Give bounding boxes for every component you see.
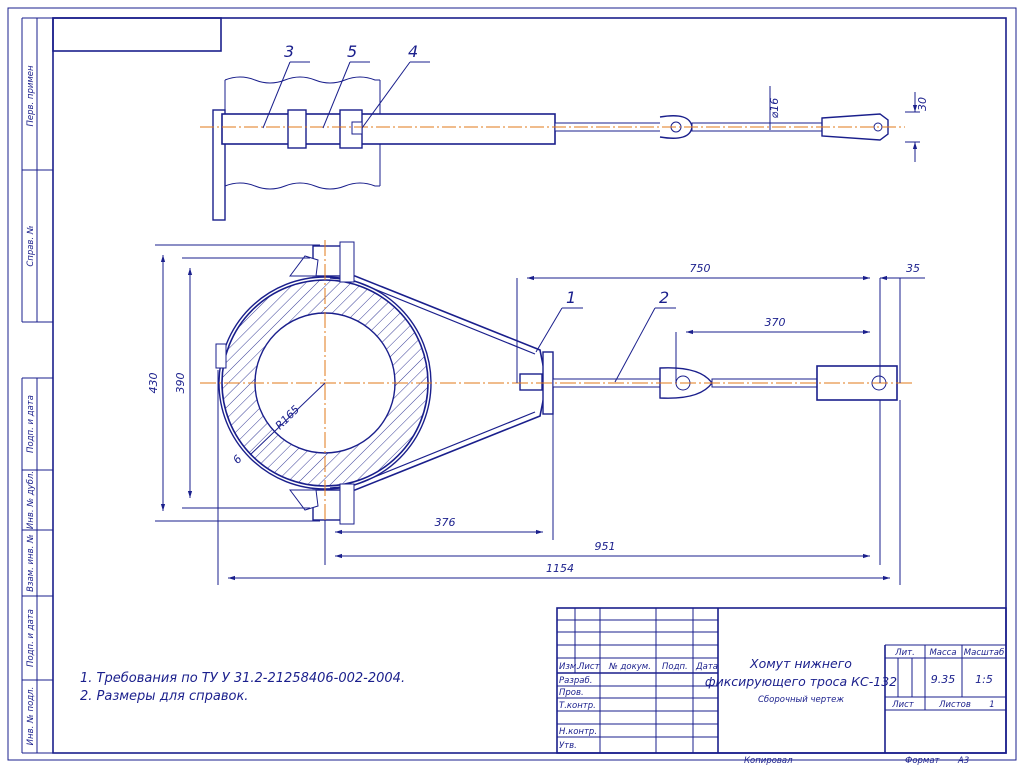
tube-top xyxy=(221,113,556,145)
note-2: 2. Размеры для справок. xyxy=(80,689,248,704)
callout-5: 5 xyxy=(347,42,357,61)
dimension-1154: 1154 xyxy=(546,562,574,575)
note-1: 1. Требования по ТУ У 31.2-21258406-002-… xyxy=(80,671,405,686)
front-callouts xyxy=(535,307,676,383)
side-pad xyxy=(215,343,227,369)
tb-h-massa: Масса xyxy=(929,648,956,658)
bolt-top xyxy=(339,241,355,283)
tb-kopiroval: Копировал xyxy=(744,756,793,766)
side-stamp-perv-primen: Перв. примен xyxy=(26,65,36,127)
dimension-phi16: ⌀16 xyxy=(768,98,781,119)
tb-col-podp: Подп. xyxy=(662,662,688,672)
drawing-title-line2: фиксирующего троса КС-132 xyxy=(705,674,897,689)
dimension-390: 390 xyxy=(174,373,187,394)
dimension-35: 35 xyxy=(906,262,920,275)
side-stamp-inv-podl: Инв. № подл. xyxy=(26,687,36,746)
side-stamp-podp-data-1: Подп. и дата xyxy=(26,395,36,453)
side-stamp-inv-dubl: Инв. № дубл. xyxy=(26,471,36,529)
tb-row-utv: Утв. xyxy=(559,741,577,751)
top-callouts xyxy=(262,61,430,129)
tb-col-list: Лист xyxy=(577,662,601,672)
tb-h-masshtab: Масштаб xyxy=(964,648,1004,658)
tb-col-izm: Изм. xyxy=(559,662,579,672)
drawing-subtitle: Сборочный чертеж xyxy=(758,695,844,705)
tb-listov-value: 1 xyxy=(989,700,994,710)
title-block-text: Изм. Лист № докум. Подп. Дата Разраб. Пр… xyxy=(559,648,1004,766)
nut-top-1 xyxy=(287,109,307,149)
side-stamp-podp-data-2: Подп. и дата xyxy=(26,609,36,667)
dimension-951: 951 xyxy=(595,540,616,553)
break-line-bottom xyxy=(224,182,380,190)
tb-row-nkontr: Н.контр. xyxy=(559,727,597,737)
break-line-top xyxy=(224,76,380,84)
dimension-30: 30 xyxy=(916,97,929,111)
dimension-370: 370 xyxy=(765,316,786,329)
tb-col-doc: № докум. xyxy=(608,662,651,672)
technical-notes: 1. Требования по ТУ У 31.2-21258406-002-… xyxy=(80,671,405,704)
radius-leader xyxy=(249,382,326,456)
tb-h-lit: Лит. xyxy=(894,648,915,658)
tb-row-tkontr: Т.контр. xyxy=(559,701,596,711)
dimension-376: 376 xyxy=(435,516,456,529)
tb-h-list: Лист xyxy=(891,700,915,710)
top-dimensions xyxy=(769,86,920,162)
callout-2: 2 xyxy=(659,288,669,307)
tb-massa-value: 9.35 xyxy=(931,673,956,686)
side-stamp-labels: Перв. примен Справ. № Подп. и дата Инв. … xyxy=(26,65,36,745)
bracket-wing-bottom xyxy=(289,489,319,511)
tb-h-listov: Листов xyxy=(938,700,971,710)
tb-row-razrab: Разраб. xyxy=(559,676,592,686)
front-view xyxy=(200,240,915,530)
front-dimensions xyxy=(155,244,925,585)
tb-format-value: А3 xyxy=(957,756,969,766)
callout-1: 1 xyxy=(566,288,576,307)
callout-4: 4 xyxy=(408,42,418,61)
title-block xyxy=(556,607,1007,754)
drawing-frame xyxy=(7,7,1017,761)
bracket-wing-top xyxy=(289,255,319,277)
bolt-bottom xyxy=(339,483,355,525)
side-stamp-vzam-inv: Взам. инв. № xyxy=(26,534,36,592)
bolt-head-top xyxy=(351,121,363,135)
tb-row-prov: Пров. xyxy=(559,688,584,698)
drawing-title-line1: Хомут нижнего xyxy=(749,656,852,671)
tb-format-label: Формат xyxy=(905,756,941,766)
dimension-6: 6 xyxy=(230,452,244,466)
tb-col-data: Дата xyxy=(695,662,718,672)
tb-masshtab-value: 1:5 xyxy=(975,673,993,686)
side-stamp-sprav: Справ. № xyxy=(26,225,36,267)
dimension-750: 750 xyxy=(690,262,711,275)
nut-front xyxy=(519,373,543,391)
callout-3: 3 xyxy=(284,42,294,61)
top-view xyxy=(200,76,905,221)
dimension-430: 430 xyxy=(147,373,160,394)
